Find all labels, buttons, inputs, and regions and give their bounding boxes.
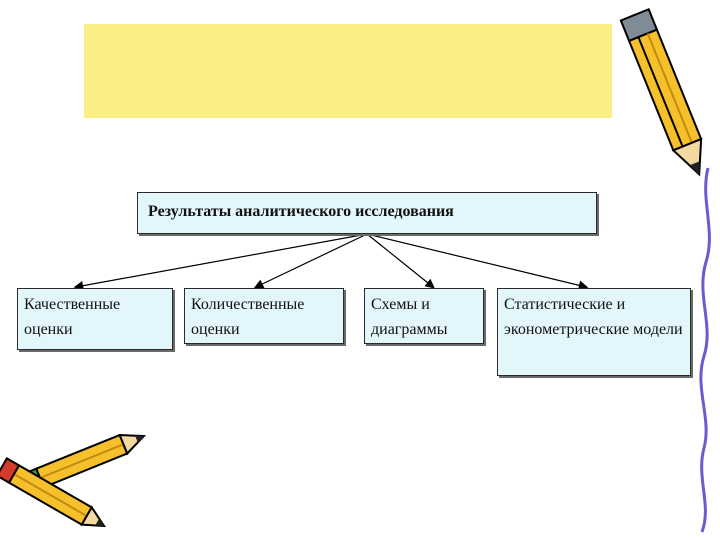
crossed-pencils-icon <box>0 0 720 540</box>
